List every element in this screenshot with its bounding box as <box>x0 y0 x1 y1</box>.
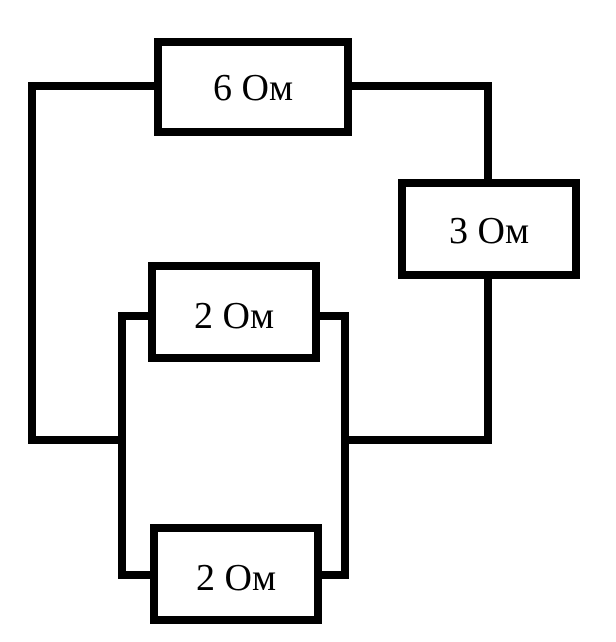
wire-right-bottom <box>341 271 492 444</box>
resistor-parallel-lower-label: 2 Ом <box>196 557 276 599</box>
resistor-top: 6 Ом <box>154 38 352 136</box>
resistor-right-label: 3 Ом <box>449 210 529 252</box>
resistor-parallel-upper-label: 2 Ом <box>194 295 274 337</box>
resistor-top-box <box>154 38 352 136</box>
wire-top-left <box>28 82 162 444</box>
resistor-parallel-lower: 2 Ом <box>150 524 322 624</box>
wire-parallel-left-rail <box>118 312 156 579</box>
resistor-parallel-lower-box <box>150 524 322 624</box>
resistor-top-label: 6 Ом <box>213 67 293 109</box>
resistor-right: 3 Ом <box>398 179 580 279</box>
resistor-right-box <box>398 179 580 279</box>
resistor-parallel-upper: 2 Ом <box>148 262 320 362</box>
wire-parallel-right-rail <box>312 312 349 579</box>
wire-top-right <box>344 82 492 187</box>
resistor-parallel-upper-box <box>148 262 320 362</box>
